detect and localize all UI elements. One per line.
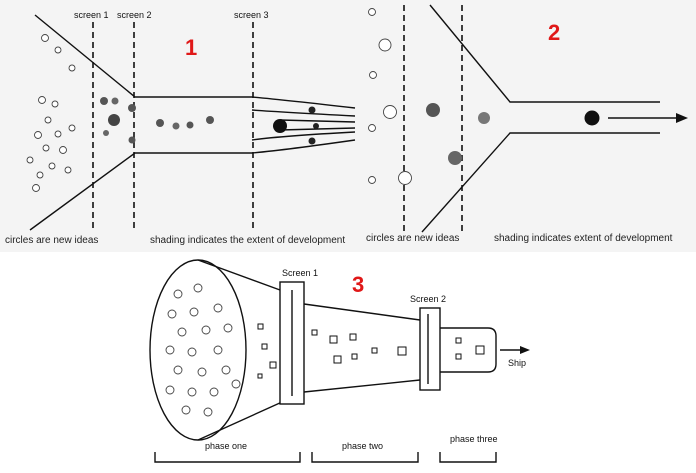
caption-right: shading indicates the extent of developm… bbox=[150, 235, 345, 246]
middle-section-bottom bbox=[303, 379, 421, 393]
screen-1-label: screen 1 bbox=[74, 10, 109, 20]
funnel-diagram-1: screen 1 screen 2 screen 3 1 circles are… bbox=[0, 0, 360, 252]
pipe-line bbox=[251, 109, 356, 117]
pipe-line bbox=[279, 127, 356, 131]
cone-bottom bbox=[197, 401, 283, 441]
phase-three-bracket bbox=[439, 452, 497, 463]
screen-1-label: Screen 1 bbox=[282, 268, 318, 278]
panel-number: 1 bbox=[185, 35, 197, 60]
funnel-diagram-3: Ship Screen 1 Screen 2 3 phase one phase… bbox=[0, 252, 696, 473]
panel-number: 2 bbox=[548, 20, 560, 45]
screen-2-label: Screen 2 bbox=[410, 294, 446, 304]
arrow-head bbox=[676, 113, 688, 123]
caption-left: circles are new ideas bbox=[366, 233, 459, 244]
idea-circles bbox=[165, 283, 241, 417]
arrow-head bbox=[520, 346, 530, 354]
screen-2-label: screen 2 bbox=[117, 10, 152, 20]
final-section bbox=[440, 327, 497, 373]
funnel-top-edge bbox=[429, 4, 660, 103]
developing-ideas bbox=[426, 103, 600, 165]
funnel-top-edge bbox=[34, 14, 356, 109]
funnel-bottom-edge bbox=[29, 139, 356, 231]
funnel-bottom-edge bbox=[421, 132, 660, 233]
developing-ideas bbox=[100, 97, 319, 145]
new-idea-circles bbox=[368, 8, 412, 185]
phase-one-bracket bbox=[154, 452, 301, 463]
caption-right: shading indicates extent of development bbox=[494, 233, 673, 244]
cone-top bbox=[197, 259, 281, 291]
pipe-line bbox=[279, 119, 356, 123]
caption-left: circles are new ideas bbox=[5, 235, 98, 246]
phase-two-bracket bbox=[311, 452, 419, 463]
phase-three-label: phase three bbox=[450, 434, 498, 444]
screen-2-block bbox=[419, 307, 441, 391]
funnel-diagram-2: 2 circles are new ideas shading indicate… bbox=[360, 0, 696, 252]
screen-3-label: screen 3 bbox=[234, 10, 269, 20]
phase-one-label: phase one bbox=[205, 441, 247, 451]
project-squares bbox=[257, 323, 485, 379]
phase-two-label: phase two bbox=[342, 441, 383, 451]
new-idea-circles bbox=[26, 34, 76, 192]
panel-number: 3 bbox=[352, 272, 364, 297]
ship-label: Ship bbox=[508, 358, 526, 368]
middle-section-top bbox=[303, 303, 421, 321]
pipe-line bbox=[251, 131, 356, 141]
